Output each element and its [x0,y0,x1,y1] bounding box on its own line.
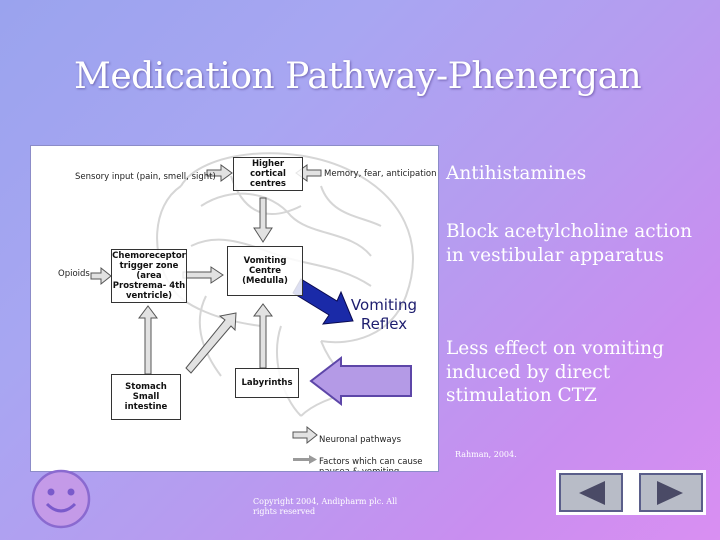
legend-neuronal-label: Neuronal pathways [319,435,402,445]
pathway-diagram: Sensory input (pain, smell, sight) Highe… [30,145,439,472]
stomach-box: Stomach Small intestine [111,374,181,420]
opioids-label: Opioids [58,269,90,279]
labyrinths-box: Labyrinths [235,368,299,398]
citation: Rahman, 2004. [455,450,517,459]
side-text-block-acetylcholine: Block acetylcholine action in vestibular… [446,221,693,266]
side-text-antihistamines: Antihistamines [446,163,587,184]
higher-cortical-box: Higher cortical centres [233,157,303,191]
previous-slide-button[interactable] [559,473,623,512]
smiley-icon[interactable] [30,468,92,530]
side-text-less-effect: Less effect on vomiting induced by direc… [446,338,664,407]
ctz-box: Chemoreceptor trigger zone (area Prostre… [111,249,187,303]
legend-factors-label: Factors which can cause nausea & vomitin… [319,457,423,472]
sensory-input-label: Sensory input (pain, smell, sight) [75,172,216,182]
slide-navigation [556,470,706,515]
slide-title: Medication Pathway-Phenergan [74,56,642,97]
vomiting-reflex-label: Vomiting Reflex [350,296,418,333]
triangle-right-icon [657,480,683,505]
copyright-notice: Copyright 2004, Andipharm plc. All right… [253,497,398,517]
next-slide-button[interactable] [639,473,703,512]
memory-label: Memory, fear, anticipation [324,169,437,179]
vomiting-centre-box: Vomiting Centre (Medulla) [227,246,303,296]
triangle-left-icon [579,480,605,505]
